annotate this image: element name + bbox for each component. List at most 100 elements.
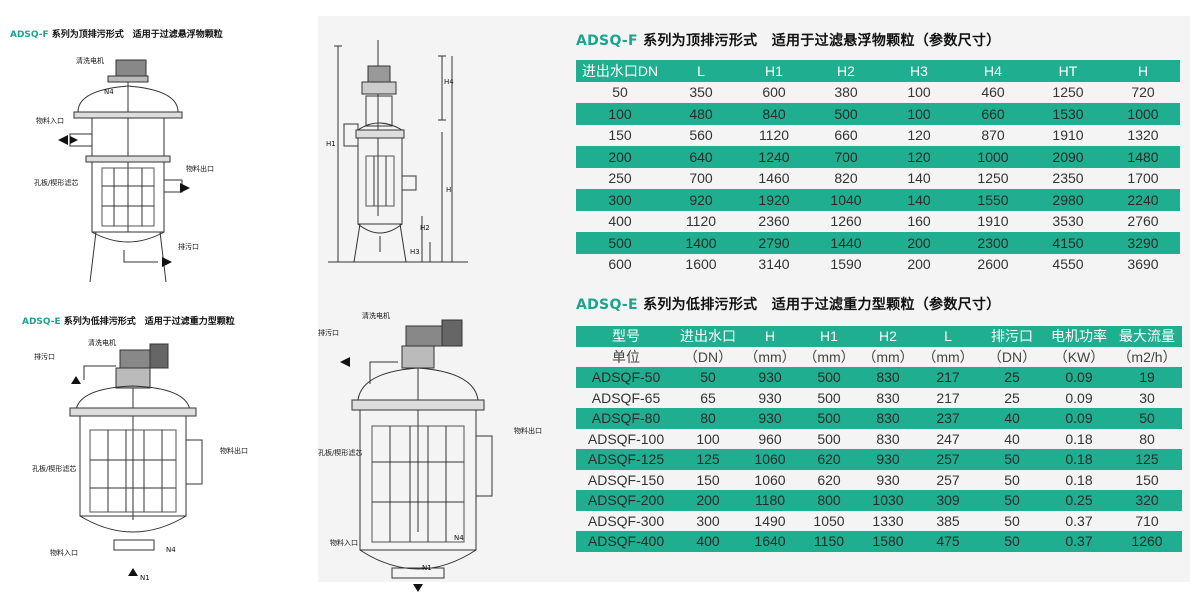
table-cell: 237 [918, 408, 978, 429]
table-cell: 1000 [956, 146, 1030, 168]
e-filter-label: 孔板/楔形滤芯 [32, 465, 77, 473]
table-cell: 380 [810, 81, 882, 103]
table-cell: 217 [918, 367, 978, 388]
e-drain-label: 排污口 [34, 353, 55, 361]
table-cell: 700 [664, 167, 738, 189]
table-cell: 1260 [1112, 531, 1182, 552]
table-cell: 80 [676, 408, 740, 429]
table-cell: 500 [800, 408, 858, 429]
table-f-title-desc: 系列为顶排污形式 适用于过滤悬浮物颗粒（参数尺寸） [643, 33, 1001, 49]
table-cell: 1150 [800, 531, 858, 552]
table-cell: 电机功率 [1046, 326, 1112, 347]
e-n1-label: N1 [140, 574, 150, 582]
table-cell: 500 [800, 387, 858, 408]
table-cell: 300 [576, 189, 664, 211]
table-cell: 840 [738, 103, 810, 125]
table-cell: 930 [858, 449, 918, 470]
table-cell: 200 [882, 232, 956, 254]
table-cell: 720 [1106, 81, 1180, 103]
e-series-desc: 系列为低排污形式 适用于过滤重力型颗粒 [63, 317, 235, 327]
table-cell: 2350 [1030, 167, 1106, 189]
f-dimension-drawing [328, 40, 468, 263]
table-cell: 660 [956, 103, 1030, 125]
table-cell: 40 [978, 408, 1046, 429]
table-cell: 50 [978, 490, 1046, 511]
e-middle-drawing [340, 319, 493, 592]
table-cell: 1320 [1106, 124, 1180, 146]
table-cell: 0.18 [1046, 469, 1112, 490]
table-cell: 65 [676, 387, 740, 408]
table-cell: 100 [576, 103, 664, 125]
table-cell: 930 [740, 367, 800, 388]
table-cell: 100 [676, 428, 740, 449]
table-cell: 1250 [1030, 81, 1106, 103]
table-cell: 1060 [740, 469, 800, 490]
e-mid-drain-label: 排污口 [318, 329, 339, 337]
table-cell: 0.37 [1046, 531, 1112, 552]
f-series-code: ADSQ-F [10, 30, 49, 40]
table-cell: 930 [858, 469, 918, 490]
table-cell: 1180 [740, 490, 800, 511]
table-f-title: ADSQ-F 系列为顶排污形式 适用于过滤悬浮物颗粒（参数尺寸） [576, 30, 1001, 50]
table-cell: 920 [664, 189, 738, 211]
table-cell: 1590 [810, 253, 882, 275]
table-cell: 217 [918, 387, 978, 408]
table-cell: 1480 [1106, 146, 1180, 168]
table-e-title-desc: 系列为低排污形式 适用于过滤重力型颗粒（参数尺寸） [643, 297, 1001, 313]
table-cell: 150 [676, 469, 740, 490]
table-cell: 3140 [738, 253, 810, 275]
f-n4-label: N4 [104, 88, 114, 96]
table-cell: 单位 [576, 346, 676, 367]
table-cell: 2300 [956, 232, 1030, 254]
e-series-code: ADSQ-E [22, 317, 61, 327]
table-cell: 560 [664, 124, 738, 146]
table-cell: 30 [1112, 387, 1182, 408]
table-cell: 1030 [858, 490, 918, 511]
f-inlet-label: 物料入口 [36, 117, 64, 125]
table-cell: 4550 [1030, 253, 1106, 275]
table-cell: 350 [664, 81, 738, 103]
f-filter-label: 孔板/楔形滤芯 [34, 179, 79, 187]
table-cell: 1910 [1030, 124, 1106, 146]
e-mid-n4-label: N4 [454, 534, 464, 542]
table-cell: H1 [800, 326, 858, 347]
table-cell: 1060 [740, 449, 800, 470]
table-cell: 0.25 [1046, 490, 1112, 511]
table-cell: 50 [1112, 408, 1182, 429]
table-cell: 475 [918, 531, 978, 552]
table-cell: 3290 [1106, 232, 1180, 254]
table-cell: 2980 [1030, 189, 1106, 211]
table-cell: H3 [882, 60, 956, 82]
f-outlet-label: 物料出口 [186, 165, 214, 173]
table-cell: 460 [956, 81, 1030, 103]
table-cell: 19 [1112, 367, 1182, 388]
table-cell: 385 [918, 510, 978, 531]
table-cell: HT [1030, 60, 1106, 82]
table-cell: 160 [882, 210, 956, 232]
table-cell: 930 [740, 387, 800, 408]
table-cell: 0.18 [1046, 449, 1112, 470]
table-cell: （mm） [800, 346, 858, 367]
table-cell: 型号 [576, 326, 676, 347]
table-cell: 320 [1112, 490, 1182, 511]
table-cell: 400 [676, 531, 740, 552]
table-e-title-code: ADSQ-E [576, 297, 638, 313]
table-cell: 830 [858, 428, 918, 449]
table-cell: H1 [738, 60, 810, 82]
table-cell: 150 [1112, 469, 1182, 490]
table-cell: 4150 [1030, 232, 1106, 254]
f-motor-label: 清洗电机 [76, 57, 104, 65]
table-cell: 500 [800, 367, 858, 388]
table-cell: 309 [918, 490, 978, 511]
table-cell: 1240 [738, 146, 810, 168]
table-cell: 1330 [858, 510, 918, 531]
dim-h3-label: H3 [410, 248, 420, 256]
dim-h1-label: H1 [326, 140, 336, 148]
